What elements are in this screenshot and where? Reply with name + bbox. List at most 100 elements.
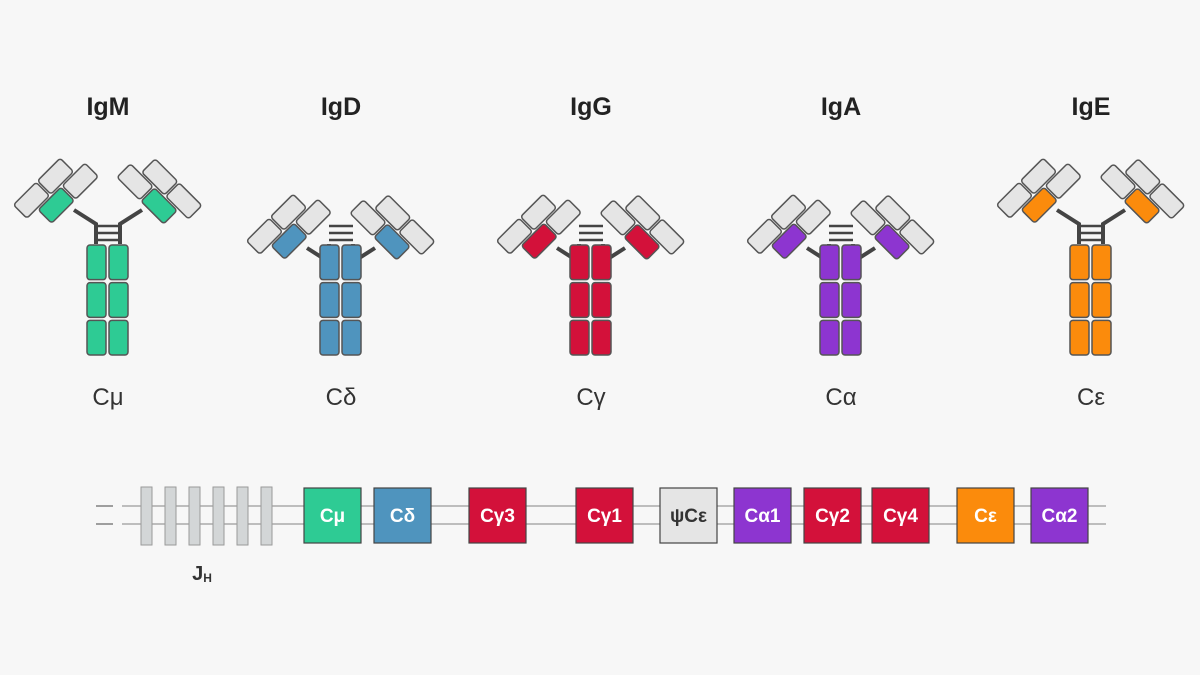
j-segment bbox=[164, 486, 177, 546]
fab-arm-left bbox=[746, 194, 831, 259]
vl-domain bbox=[1020, 158, 1057, 194]
heavy-chain-constant-domain bbox=[591, 244, 612, 281]
heavy-chain-constant-domain bbox=[819, 281, 840, 319]
heavy-chain-constant-domain bbox=[108, 319, 129, 356]
cl-domain bbox=[496, 218, 533, 254]
heavy-chain-label: Cα bbox=[825, 384, 856, 411]
isotype-title: IgD bbox=[321, 93, 361, 121]
heavy-chain-constant-domain bbox=[341, 244, 362, 281]
heavy-chain-constant-domain bbox=[86, 244, 107, 281]
gene-label: Cα1 bbox=[745, 506, 781, 527]
vl-domain bbox=[270, 194, 307, 230]
ch1-domain bbox=[141, 188, 177, 224]
vh-domain bbox=[350, 200, 386, 236]
vh-domain bbox=[295, 199, 331, 235]
vl-domain bbox=[875, 195, 911, 231]
cl-domain bbox=[166, 183, 202, 219]
cl-domain bbox=[246, 218, 283, 254]
fc-stem bbox=[819, 244, 862, 356]
gene-label: Cδ bbox=[390, 506, 415, 527]
heavy-chain-constant-domain bbox=[841, 244, 862, 281]
vl-domain bbox=[1125, 159, 1161, 195]
cl-domain bbox=[649, 219, 685, 255]
fab-arm-right bbox=[850, 195, 935, 260]
vh-domain bbox=[850, 200, 886, 236]
gene-segment: Cα2 bbox=[1030, 487, 1089, 544]
j-segment bbox=[260, 486, 273, 546]
hinge-region bbox=[1055, 208, 1127, 244]
vh-domain bbox=[545, 199, 581, 235]
fab-arm-left bbox=[246, 194, 331, 259]
isotype-title: IgG bbox=[570, 93, 612, 121]
gene-box bbox=[871, 487, 930, 544]
hinge-region bbox=[555, 224, 627, 266]
ch1-domain bbox=[771, 223, 807, 259]
gene-box bbox=[956, 487, 1015, 544]
vh-domain bbox=[795, 199, 831, 235]
heavy-chain-label: Cε bbox=[1077, 384, 1105, 411]
vl-domain bbox=[375, 195, 411, 231]
isotype-title: IgE bbox=[1072, 93, 1111, 121]
heavy-chain-label: Cμ bbox=[92, 384, 123, 411]
heavy-chain-constant-domain bbox=[819, 244, 840, 281]
ch1-domain bbox=[624, 224, 660, 260]
heavy-chain-constant-domain bbox=[819, 319, 840, 356]
j-segment bbox=[188, 486, 201, 546]
fab-arm-right bbox=[350, 195, 435, 260]
heavy-chain-constant-domain bbox=[569, 319, 590, 356]
heavy-chain-constant-domain bbox=[1091, 244, 1112, 281]
fab-arm-right bbox=[1100, 159, 1185, 224]
gene-label: Cγ2 bbox=[815, 506, 850, 527]
gene-segment: Cμ bbox=[303, 487, 362, 544]
gene-segment: Cγ1 bbox=[575, 487, 634, 544]
heavy-chain-constant-domain bbox=[591, 319, 612, 356]
jh-label: JH bbox=[192, 563, 212, 585]
heavy-chain-constant-domain bbox=[841, 281, 862, 319]
ch1-domain bbox=[1021, 187, 1057, 223]
cl-domain bbox=[399, 219, 435, 255]
ch1-domain bbox=[38, 187, 74, 223]
gene-label: Cε bbox=[974, 506, 997, 527]
cl-domain bbox=[996, 182, 1033, 218]
gene-segment: Cδ bbox=[373, 487, 432, 544]
jh-label-main: J bbox=[192, 563, 203, 585]
heavy-chain-constant-domain bbox=[1091, 281, 1112, 319]
gene-segment: Cε bbox=[956, 487, 1015, 544]
cl-domain bbox=[13, 182, 50, 218]
heavy-chain-constant-domain bbox=[86, 281, 107, 319]
heavy-chain-constant-domain bbox=[569, 244, 590, 281]
gene-segment: ψCε bbox=[659, 487, 718, 544]
heavy-chain-constant-domain bbox=[591, 281, 612, 319]
fc-stem bbox=[569, 244, 612, 356]
gene-label: Cα2 bbox=[1042, 506, 1078, 527]
vl-domain bbox=[770, 194, 807, 230]
gene-segment: Cα1 bbox=[733, 487, 792, 544]
fab-arm-left bbox=[496, 194, 581, 259]
heavy-chain-constant-domain bbox=[319, 281, 340, 319]
hinge-region bbox=[805, 224, 877, 266]
vl-domain bbox=[142, 159, 178, 195]
fc-stem bbox=[319, 244, 362, 356]
fab-arm-left bbox=[996, 158, 1081, 223]
gene-label: Cγ3 bbox=[480, 506, 515, 527]
heavy-chain-constant-domain bbox=[569, 281, 590, 319]
cl-domain bbox=[899, 219, 935, 255]
gene-label: Cγ1 bbox=[587, 506, 622, 527]
heavy-chain-constant-domain bbox=[108, 281, 129, 319]
vh-domain bbox=[117, 164, 153, 200]
j-segment bbox=[236, 486, 249, 546]
fab-arm-right bbox=[600, 195, 685, 260]
hinge-region bbox=[72, 208, 144, 244]
heavy-chain-constant-domain bbox=[841, 319, 862, 356]
heavy-chain-constant-domain bbox=[108, 244, 129, 281]
heavy-chain-constant-domain bbox=[341, 281, 362, 319]
vl-domain bbox=[625, 195, 661, 231]
antibody-ige: IgE Cε bbox=[996, 93, 1185, 411]
heavy-chain-constant-domain bbox=[1091, 319, 1112, 356]
